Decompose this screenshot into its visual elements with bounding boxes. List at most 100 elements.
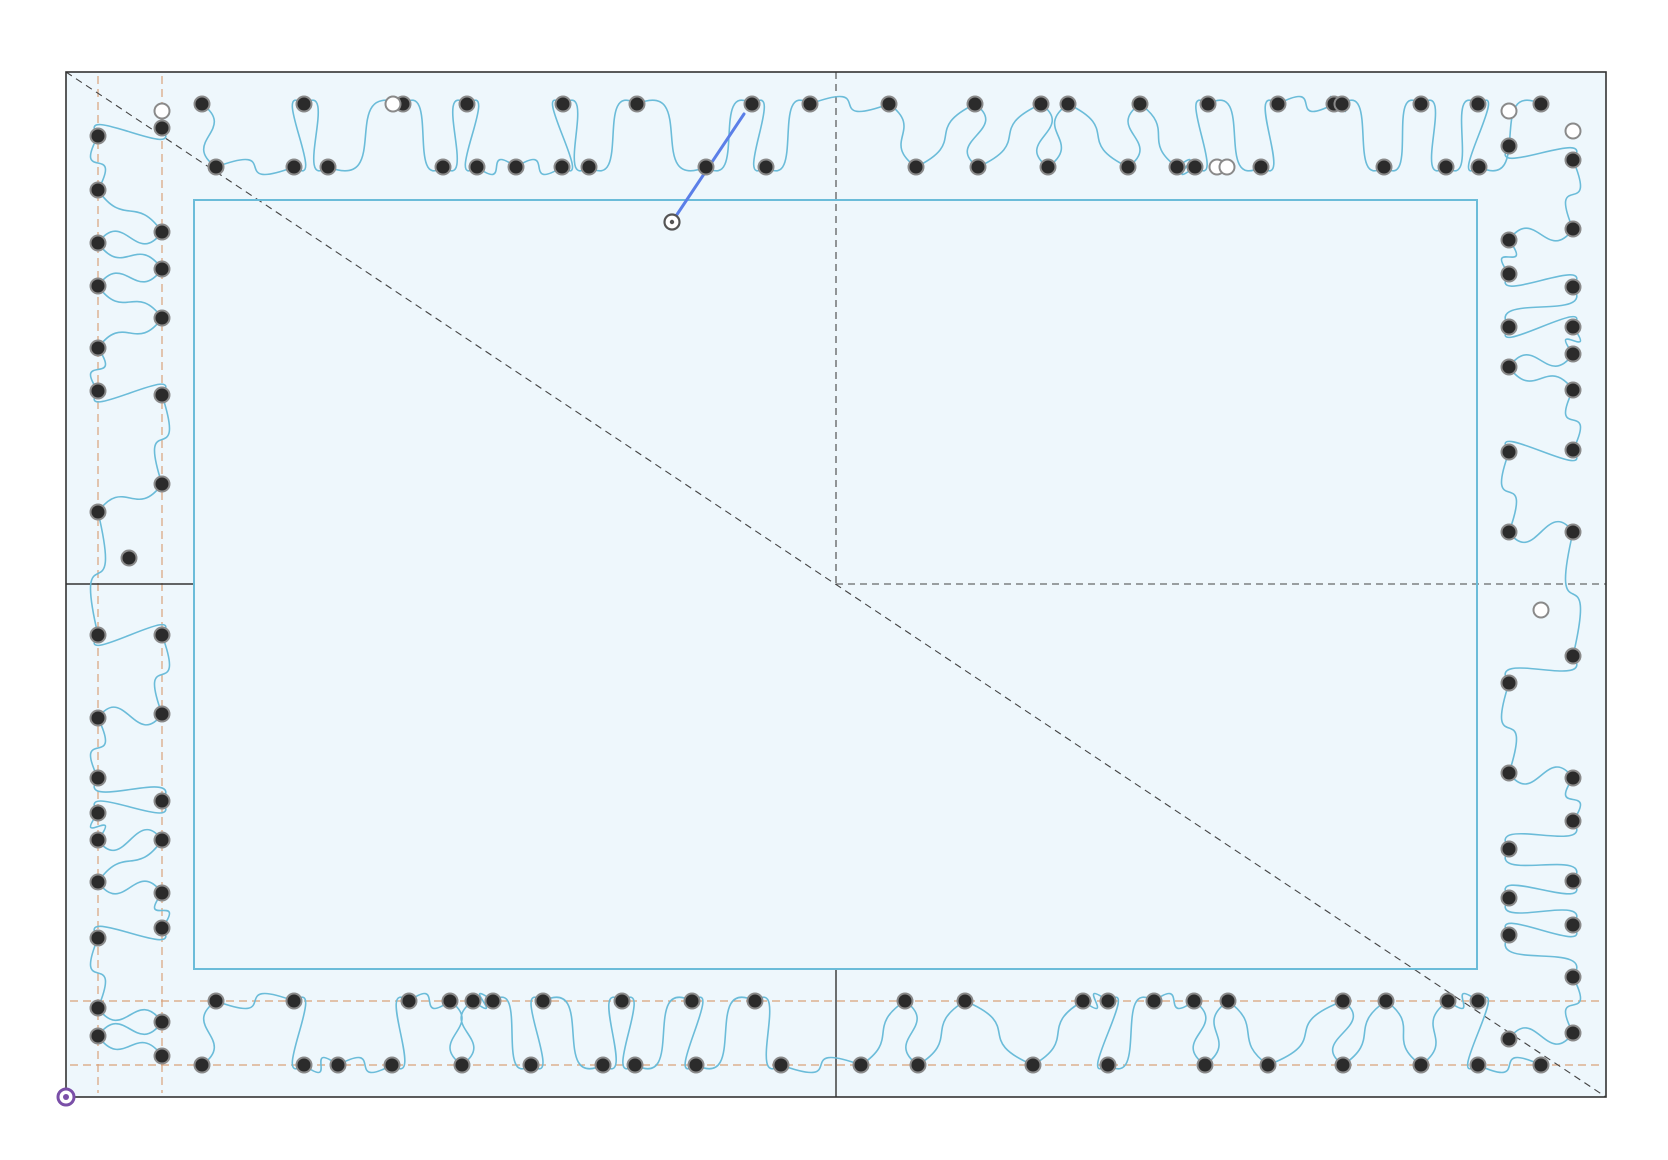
curve-node[interactable]: [1564, 916, 1582, 934]
curve-node[interactable]: [522, 1056, 540, 1074]
curve-node[interactable]: [441, 992, 459, 1010]
curve-node[interactable]: [1500, 443, 1518, 461]
curve-node[interactable]: [1469, 95, 1487, 113]
curve-node[interactable]: [1564, 345, 1582, 363]
curve-node[interactable]: [153, 831, 171, 849]
curve-node[interactable]: [1469, 1056, 1487, 1074]
curve-node[interactable]: [852, 1056, 870, 1074]
curve-node[interactable]: [1564, 968, 1582, 986]
curve-node[interactable]: [1185, 992, 1203, 1010]
curve-node[interactable]: [153, 792, 171, 810]
curve-node[interactable]: [453, 1056, 471, 1074]
curve-node[interactable]: [1500, 523, 1518, 541]
curve-node[interactable]: [89, 804, 107, 822]
curve-node[interactable]: [594, 1056, 612, 1074]
curve-node[interactable]: [1564, 872, 1582, 890]
curve-node[interactable]: [295, 1056, 313, 1074]
curve-node[interactable]: [687, 1056, 705, 1074]
curve-node[interactable]: [1564, 381, 1582, 399]
curve-node[interactable]: [89, 277, 107, 295]
curve-node[interactable]: [1500, 764, 1518, 782]
curve-node[interactable]: [207, 992, 225, 1010]
curve-node[interactable]: [1564, 647, 1582, 665]
curve-node[interactable]: [1377, 992, 1395, 1010]
curve-node[interactable]: [896, 992, 914, 1010]
curve-node[interactable]: [153, 475, 171, 493]
curve-node[interactable]: [400, 992, 418, 1010]
curve-node[interactable]: [89, 769, 107, 787]
curve-node[interactable]: [1259, 1056, 1277, 1074]
curve-node[interactable]: [1186, 158, 1204, 176]
curve-node[interactable]: [743, 95, 761, 113]
curve-node[interactable]: [1032, 95, 1050, 113]
curve-node[interactable]: [1532, 1056, 1550, 1074]
curve-node[interactable]: [89, 626, 107, 644]
open-node[interactable]: [1532, 601, 1550, 619]
curve-node[interactable]: [1074, 992, 1092, 1010]
curve-node[interactable]: [193, 1056, 211, 1074]
curve-node[interactable]: [285, 158, 303, 176]
open-node[interactable]: [1500, 102, 1518, 120]
curve-node[interactable]: [1039, 158, 1057, 176]
curve-node[interactable]: [120, 549, 138, 567]
curve-node[interactable]: [1532, 95, 1550, 113]
curve-node[interactable]: [89, 339, 107, 357]
curve-node[interactable]: [1334, 992, 1352, 1010]
curve-node[interactable]: [626, 1056, 644, 1074]
curve-node[interactable]: [1500, 889, 1518, 907]
curve-node[interactable]: [153, 386, 171, 404]
curve-node[interactable]: [329, 1056, 347, 1074]
curve-node[interactable]: [1500, 926, 1518, 944]
curve-node[interactable]: [153, 626, 171, 644]
curve-node[interactable]: [772, 1056, 790, 1074]
curve-node[interactable]: [468, 158, 486, 176]
curve-node[interactable]: [1564, 278, 1582, 296]
curve-node[interactable]: [1437, 158, 1455, 176]
curve-node[interactable]: [1500, 358, 1518, 376]
curve-node[interactable]: [89, 873, 107, 891]
curve-node[interactable]: [1412, 95, 1430, 113]
curve-node[interactable]: [1500, 318, 1518, 336]
curve-node[interactable]: [153, 1013, 171, 1031]
curve-node[interactable]: [507, 158, 525, 176]
curve-node[interactable]: [697, 158, 715, 176]
curve-node[interactable]: [746, 992, 764, 1010]
curve-node[interactable]: [153, 260, 171, 278]
open-node[interactable]: [384, 95, 402, 113]
curve-node[interactable]: [1099, 1056, 1117, 1074]
curve-node[interactable]: [89, 709, 107, 727]
curve-node[interactable]: [1564, 318, 1582, 336]
curve-node[interactable]: [628, 95, 646, 113]
open-node[interactable]: [1218, 158, 1236, 176]
curve-node[interactable]: [1500, 265, 1518, 283]
curve-node[interactable]: [153, 119, 171, 137]
curve-node[interactable]: [880, 95, 898, 113]
curve-node[interactable]: [956, 992, 974, 1010]
open-node[interactable]: [153, 102, 171, 120]
curve-node[interactable]: [969, 158, 987, 176]
curve-node[interactable]: [89, 181, 107, 199]
curve-node[interactable]: [1564, 523, 1582, 541]
curve-node[interactable]: [295, 95, 313, 113]
curve-node[interactable]: [458, 95, 476, 113]
curve-node[interactable]: [153, 884, 171, 902]
curve-node[interactable]: [1564, 769, 1582, 787]
curve-node[interactable]: [1564, 812, 1582, 830]
curve-node[interactable]: [285, 992, 303, 1010]
curve-node[interactable]: [534, 992, 552, 1010]
curve-node[interactable]: [1145, 992, 1163, 1010]
curve-node[interactable]: [89, 929, 107, 947]
curve-node[interactable]: [801, 95, 819, 113]
curve-node[interactable]: [207, 158, 225, 176]
curve-node[interactable]: [434, 158, 452, 176]
curve-node[interactable]: [484, 992, 502, 1010]
curve-node[interactable]: [1564, 1024, 1582, 1042]
curve-node[interactable]: [1564, 441, 1582, 459]
curve-node[interactable]: [1196, 1056, 1214, 1074]
curve-node[interactable]: [1219, 992, 1237, 1010]
curve-node[interactable]: [1099, 992, 1117, 1010]
curve-node[interactable]: [1500, 674, 1518, 692]
curve-node[interactable]: [89, 1027, 107, 1045]
